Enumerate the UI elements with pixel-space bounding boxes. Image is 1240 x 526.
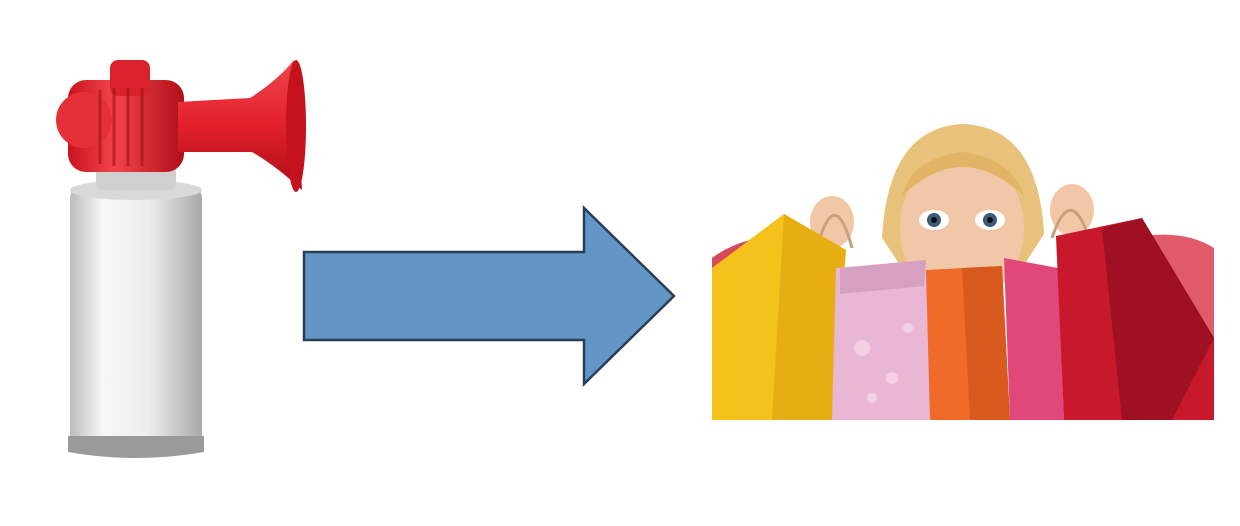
shopping-bags-photo — [712, 118, 1214, 420]
air-horn-icon — [56, 60, 306, 458]
right-arrow-icon — [302, 205, 676, 387]
